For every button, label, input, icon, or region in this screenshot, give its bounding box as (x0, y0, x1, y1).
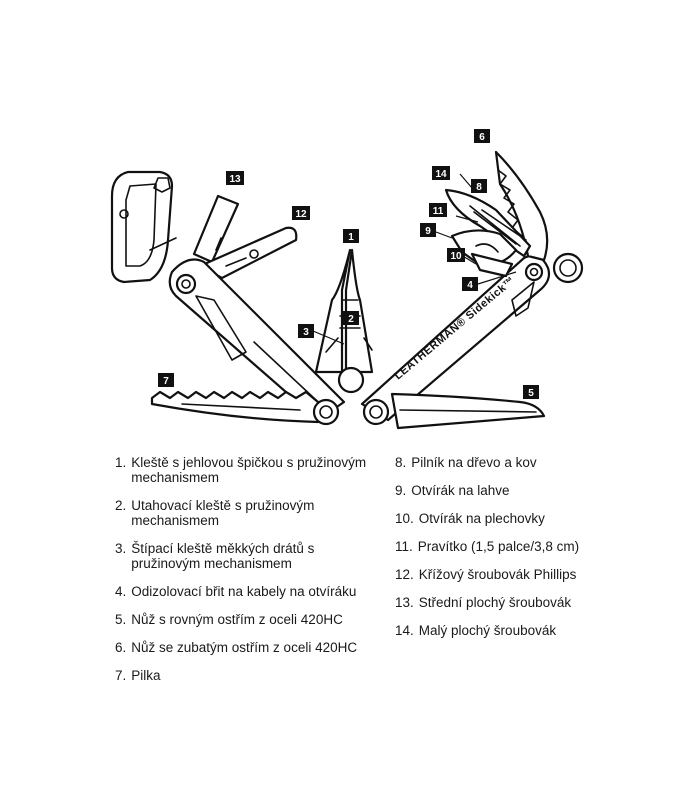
callout-4: 4 (462, 277, 478, 291)
serrated-knife (494, 150, 549, 262)
legend-item: 12.Křížový šroubovák Phillips (395, 567, 577, 582)
svg-text:11: 11 (433, 206, 444, 217)
svg-text:7: 7 (163, 376, 169, 387)
svg-text:8: 8 (476, 182, 482, 193)
legend-item: 4.Odizolovací břit na kabely na otvíráku (115, 584, 357, 599)
legend-item: 8.Pilník na dřevo a kov (395, 455, 537, 470)
legend-item: 9.Otvírák na lahve (395, 483, 510, 498)
callout-14: 14 (432, 166, 450, 180)
legend-item: 3.Štípací kleště měkkých drátů s pružino… (115, 541, 315, 571)
legend-item: 2.Utahovací kleště s pružinovým mechanis… (115, 498, 315, 528)
svg-text:10: 10 (450, 251, 462, 262)
saw-blade (150, 390, 320, 424)
legend-item: 1.Kleště s jehlovou špičkou s pružinovým… (115, 455, 367, 485)
svg-text:4: 4 (467, 280, 473, 291)
legend-item: 6.Nůž se zubatým ostřím z oceli 420HC (115, 640, 358, 655)
right-handle: LEATHERMAN® Sidekick™ (360, 254, 551, 422)
legend-item: 7.Pilka (115, 668, 161, 683)
svg-text:1: 1 (348, 232, 354, 243)
callout-5: 5 (523, 385, 539, 399)
leader-lines (312, 173, 517, 345)
callout-13: 13 (226, 171, 244, 185)
svg-text:5: 5 (528, 388, 534, 399)
legend-item: 11.Pravítko (1,5 palce/3,8 cm) (395, 539, 580, 554)
callout-11: 11 (429, 203, 447, 217)
callout-3: 3 (298, 324, 314, 338)
screwdriver-12 (198, 226, 298, 280)
svg-text:2: 2 (348, 314, 354, 325)
svg-text:9: 9 (425, 226, 431, 237)
pivot-screws (312, 398, 390, 426)
carabiner-tool (110, 170, 177, 284)
bottle-can-opener (450, 229, 518, 278)
straight-knife (390, 392, 546, 430)
svg-text:3: 3 (303, 327, 309, 338)
legend-item: 5.Nůž s rovným ostřím z oceli 420HC (115, 612, 343, 627)
brand-text: LEATHERMAN® Sidekick™ (392, 274, 517, 382)
legend-left-column: 1.Kleště s jehlovou špičkou s pružinovým… (115, 455, 385, 696)
callout-9: 9 (420, 223, 436, 237)
svg-text:13: 13 (229, 174, 241, 185)
legend-item: 13.Střední plochý šroubovák (395, 595, 572, 610)
lanyard-ring (552, 252, 584, 284)
callout-12: 12 (292, 206, 310, 220)
callout-1: 1 (343, 229, 359, 243)
callout-6: 6 (474, 129, 490, 143)
legend-item: 14.Malý plochý šroubovák (395, 623, 557, 638)
callout-8: 8 (471, 179, 487, 193)
file-ruler (444, 188, 532, 258)
callout-7: 7 (158, 373, 174, 387)
callout-10: 10 (447, 248, 465, 262)
svg-text:6: 6 (479, 132, 485, 143)
svg-text:14: 14 (435, 169, 447, 180)
svg-text:12: 12 (295, 209, 307, 220)
legend-right-column: 8.Pilník na dřevo a kov 9.Otvírák na lah… (395, 455, 695, 651)
legend-item: 10.Otvírák na plechovky (395, 511, 545, 526)
callout-2: 2 (343, 311, 359, 325)
multitool-diagram: LEATHERMAN® Sidekick™ (110, 129, 584, 430)
